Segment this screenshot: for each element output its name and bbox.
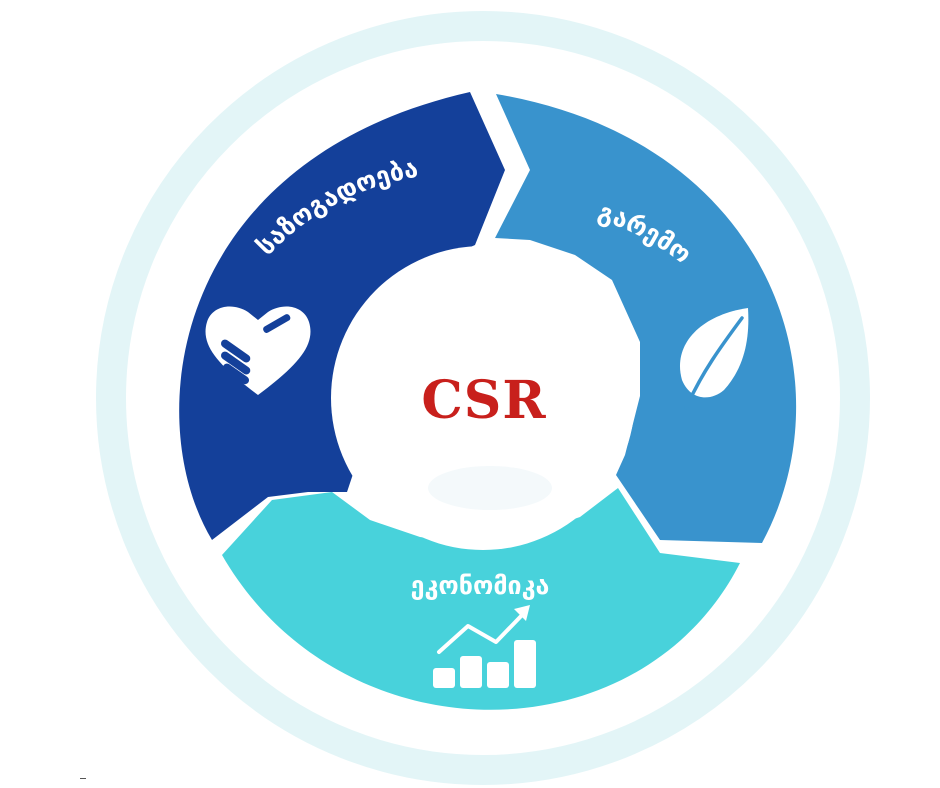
center-glow: [428, 466, 552, 510]
growth-chart-icon: [433, 605, 536, 688]
leaf-icon: [679, 308, 749, 410]
center-title: CSR: [421, 370, 546, 431]
segment-community: [179, 92, 506, 540]
segment-environment: [495, 94, 797, 543]
segment-economy: [222, 488, 740, 710]
outer-ring: [96, 11, 870, 785]
handshake-heart-icon: [205, 306, 311, 395]
label-economy: ეკონომიკა: [411, 571, 550, 600]
center-circle: [331, 246, 635, 550]
stray-mark: [80, 778, 86, 779]
